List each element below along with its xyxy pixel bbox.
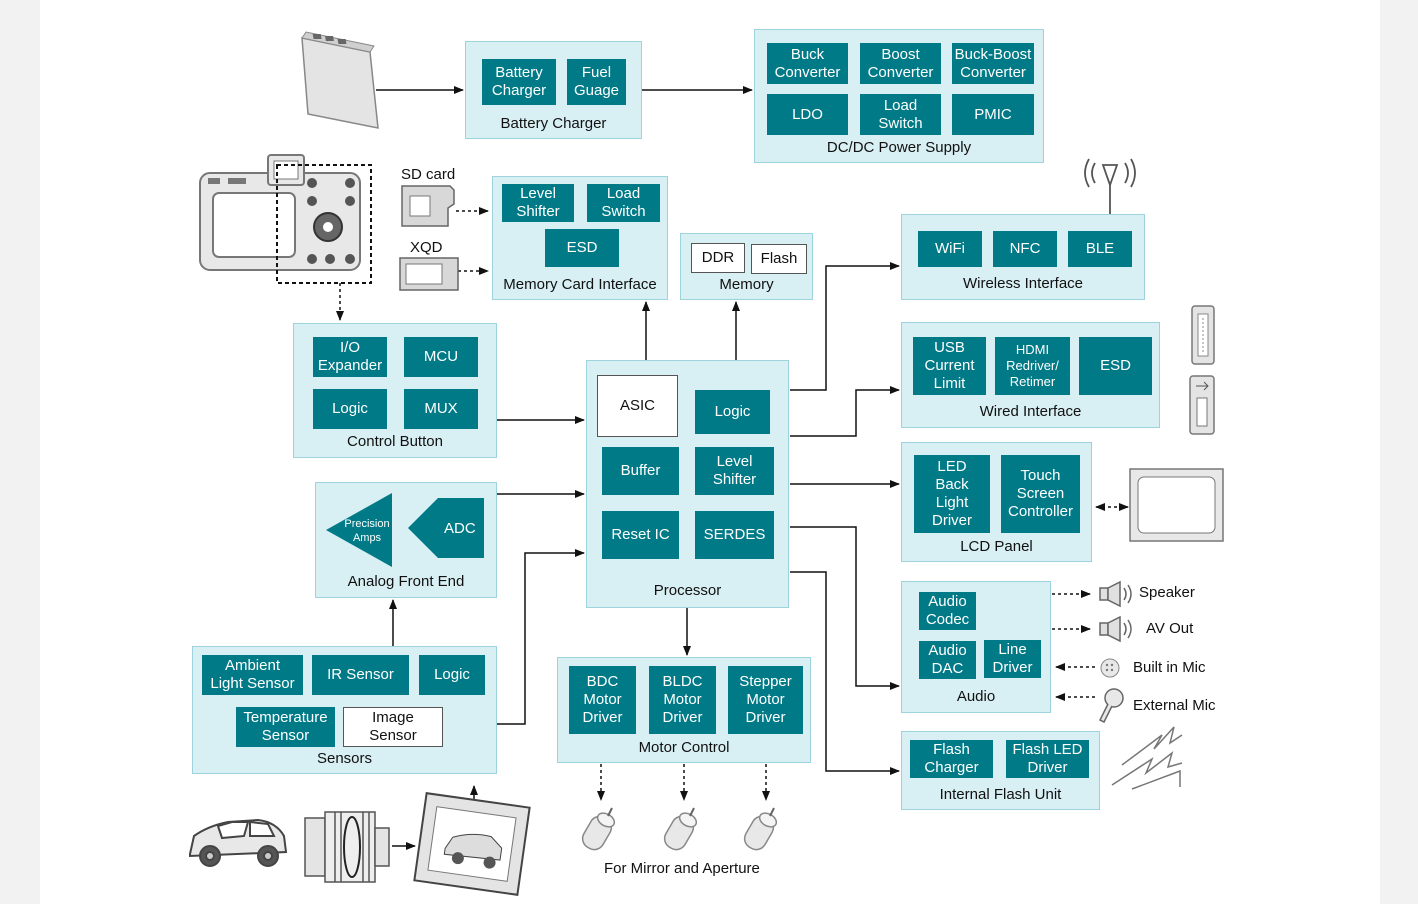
processor-logic-block[interactable]: Logic <box>695 390 770 434</box>
ddr-block[interactable]: DDR <box>691 243 745 273</box>
flash-led-driver-block[interactable]: Flash LED Driver <box>1006 740 1089 778</box>
led-backlight-driver-block[interactable]: LED Back Light Driver <box>914 455 990 533</box>
battery-charger-group: Battery Charger Fuel Guage Battery Charg… <box>465 41 642 139</box>
power-supply-group: Buck Converter Boost Converter Buck-Boos… <box>754 29 1044 163</box>
audio-dac-block[interactable]: Audio DAC <box>919 641 976 679</box>
memory-title: Memory <box>719 276 774 293</box>
control-button-title: Control Button <box>347 433 443 450</box>
afe-title: Analog Front End <box>347 573 465 590</box>
touch-screen-controller-block[interactable]: Touch Screen Controller <box>1001 455 1080 533</box>
wireless-title: Wireless Interface <box>962 275 1084 292</box>
buffer-block[interactable]: Buffer <box>602 447 679 495</box>
mc-level-shifter-block[interactable]: Level Shifter <box>502 184 574 222</box>
afe-group: Precision Amps ADC Analog Front End <box>315 482 497 598</box>
motor-control-group: BDC Motor Driver BLDC Motor Driver Stepp… <box>557 657 811 763</box>
flash-unit-title: Internal Flash Unit <box>939 786 1062 803</box>
line-driver-block[interactable]: Line Driver <box>984 640 1041 678</box>
precision-amps-label: Precision Amps <box>344 518 390 544</box>
flash-memory-block[interactable]: Flash <box>751 244 807 274</box>
buck-converter-block[interactable]: Buck Converter <box>767 43 848 84</box>
ambient-light-sensor-block[interactable]: Ambient Light Sensor <box>202 655 303 695</box>
fuel-gauge-block[interactable]: Fuel Guage <box>567 59 626 105</box>
wired-esd-block[interactable]: ESD <box>1079 337 1152 395</box>
ir-sensor-block[interactable]: IR Sensor <box>312 655 409 695</box>
xqd-label: XQD <box>410 239 443 256</box>
power-supply-title: DC/DC Power Supply <box>826 139 972 156</box>
audio-group: Audio Codec Audio DAC Line Driver Audio <box>901 581 1051 713</box>
buck-boost-converter-block[interactable]: Buck-Boost Converter <box>952 43 1034 84</box>
speaker-label: Speaker <box>1139 584 1195 601</box>
mc-esd-block[interactable]: ESD <box>545 229 619 267</box>
lcd-group: LED Back Light Driver Touch Screen Contr… <box>901 442 1092 562</box>
bdc-motor-driver-block[interactable]: BDC Motor Driver <box>569 666 636 734</box>
sd-card-label: SD card <box>401 166 456 183</box>
reset-ic-block[interactable]: Reset IC <box>602 511 679 559</box>
io-expander-block[interactable]: I/O Expander <box>313 337 387 377</box>
temperature-sensor-block[interactable]: Temperature Sensor <box>236 707 335 747</box>
memory-card-title: Memory Card Interface <box>503 276 657 293</box>
flash-unit-group: Flash Charger Flash LED Driver Internal … <box>901 731 1100 810</box>
av-out-label: AV Out <box>1146 620 1194 637</box>
adc-label[interactable]: ADC <box>444 520 476 537</box>
memory-card-group: Level Shifter Load Switch ESD Memory Car… <box>492 176 668 300</box>
mcu-block[interactable]: MCU <box>404 337 478 377</box>
control-button-group: I/O Expander MCU Logic MUX Control Butto… <box>293 323 497 458</box>
control-logic-block[interactable]: Logic <box>313 389 387 429</box>
processor-level-shifter-block[interactable]: Level Shifter <box>695 447 774 495</box>
motor-caption: For Mirror and Aperture <box>604 860 760 877</box>
battery-charger-block[interactable]: Battery Charger <box>482 59 556 105</box>
wired-title: Wired Interface <box>979 403 1082 420</box>
serdes-block[interactable]: SERDES <box>695 511 774 559</box>
asic-block[interactable]: ASIC <box>597 375 678 437</box>
usb-current-limit-block[interactable]: USB Current Limit <box>913 337 986 395</box>
audio-codec-block[interactable]: Audio Codec <box>919 592 976 630</box>
hdmi-redriver-block[interactable]: HDMI Redriver/ Retimer <box>995 337 1070 395</box>
mux-block[interactable]: MUX <box>404 389 478 429</box>
builtin-mic-label: Built in Mic <box>1133 659 1206 676</box>
boost-converter-block[interactable]: Boost Converter <box>860 43 941 84</box>
wired-group: USB Current Limit HDMI Redriver/ Retimer… <box>901 322 1160 428</box>
lcd-title: LCD Panel <box>960 538 1033 555</box>
processor-title: Processor <box>653 582 722 599</box>
stepper-motor-driver-block[interactable]: Stepper Motor Driver <box>728 666 803 734</box>
sensors-group: Ambient Light Sensor IR Sensor Logic Tem… <box>192 646 497 774</box>
sensor-logic-block[interactable]: Logic <box>419 655 485 695</box>
sensors-title: Sensors <box>316 750 373 767</box>
pmic-block[interactable]: PMIC <box>952 94 1034 135</box>
external-mic-label: External Mic <box>1133 697 1216 714</box>
load-switch-block[interactable]: Load Switch <box>860 94 941 135</box>
processor-group: ASIC Logic Buffer Level Shifter Reset IC… <box>586 360 789 608</box>
audio-title: Audio <box>956 688 996 705</box>
battery-charger-title: Battery Charger <box>500 115 607 132</box>
motor-control-title: Motor Control <box>638 739 730 756</box>
image-sensor-block[interactable]: Image Sensor <box>343 707 443 747</box>
precision-amp-icon <box>326 493 392 567</box>
nfc-block[interactable]: NFC <box>993 231 1057 267</box>
mc-load-switch-block[interactable]: Load Switch <box>587 184 660 222</box>
ldo-block[interactable]: LDO <box>767 94 848 135</box>
wifi-block[interactable]: WiFi <box>918 231 982 267</box>
flash-charger-block[interactable]: Flash Charger <box>910 740 993 778</box>
ble-block[interactable]: BLE <box>1068 231 1132 267</box>
wireless-group: WiFi NFC BLE Wireless Interface <box>901 214 1145 300</box>
bldc-motor-driver-block[interactable]: BLDC Motor Driver <box>649 666 716 734</box>
adc-icon <box>408 498 484 558</box>
memory-group: DDR Flash Memory <box>680 233 813 300</box>
